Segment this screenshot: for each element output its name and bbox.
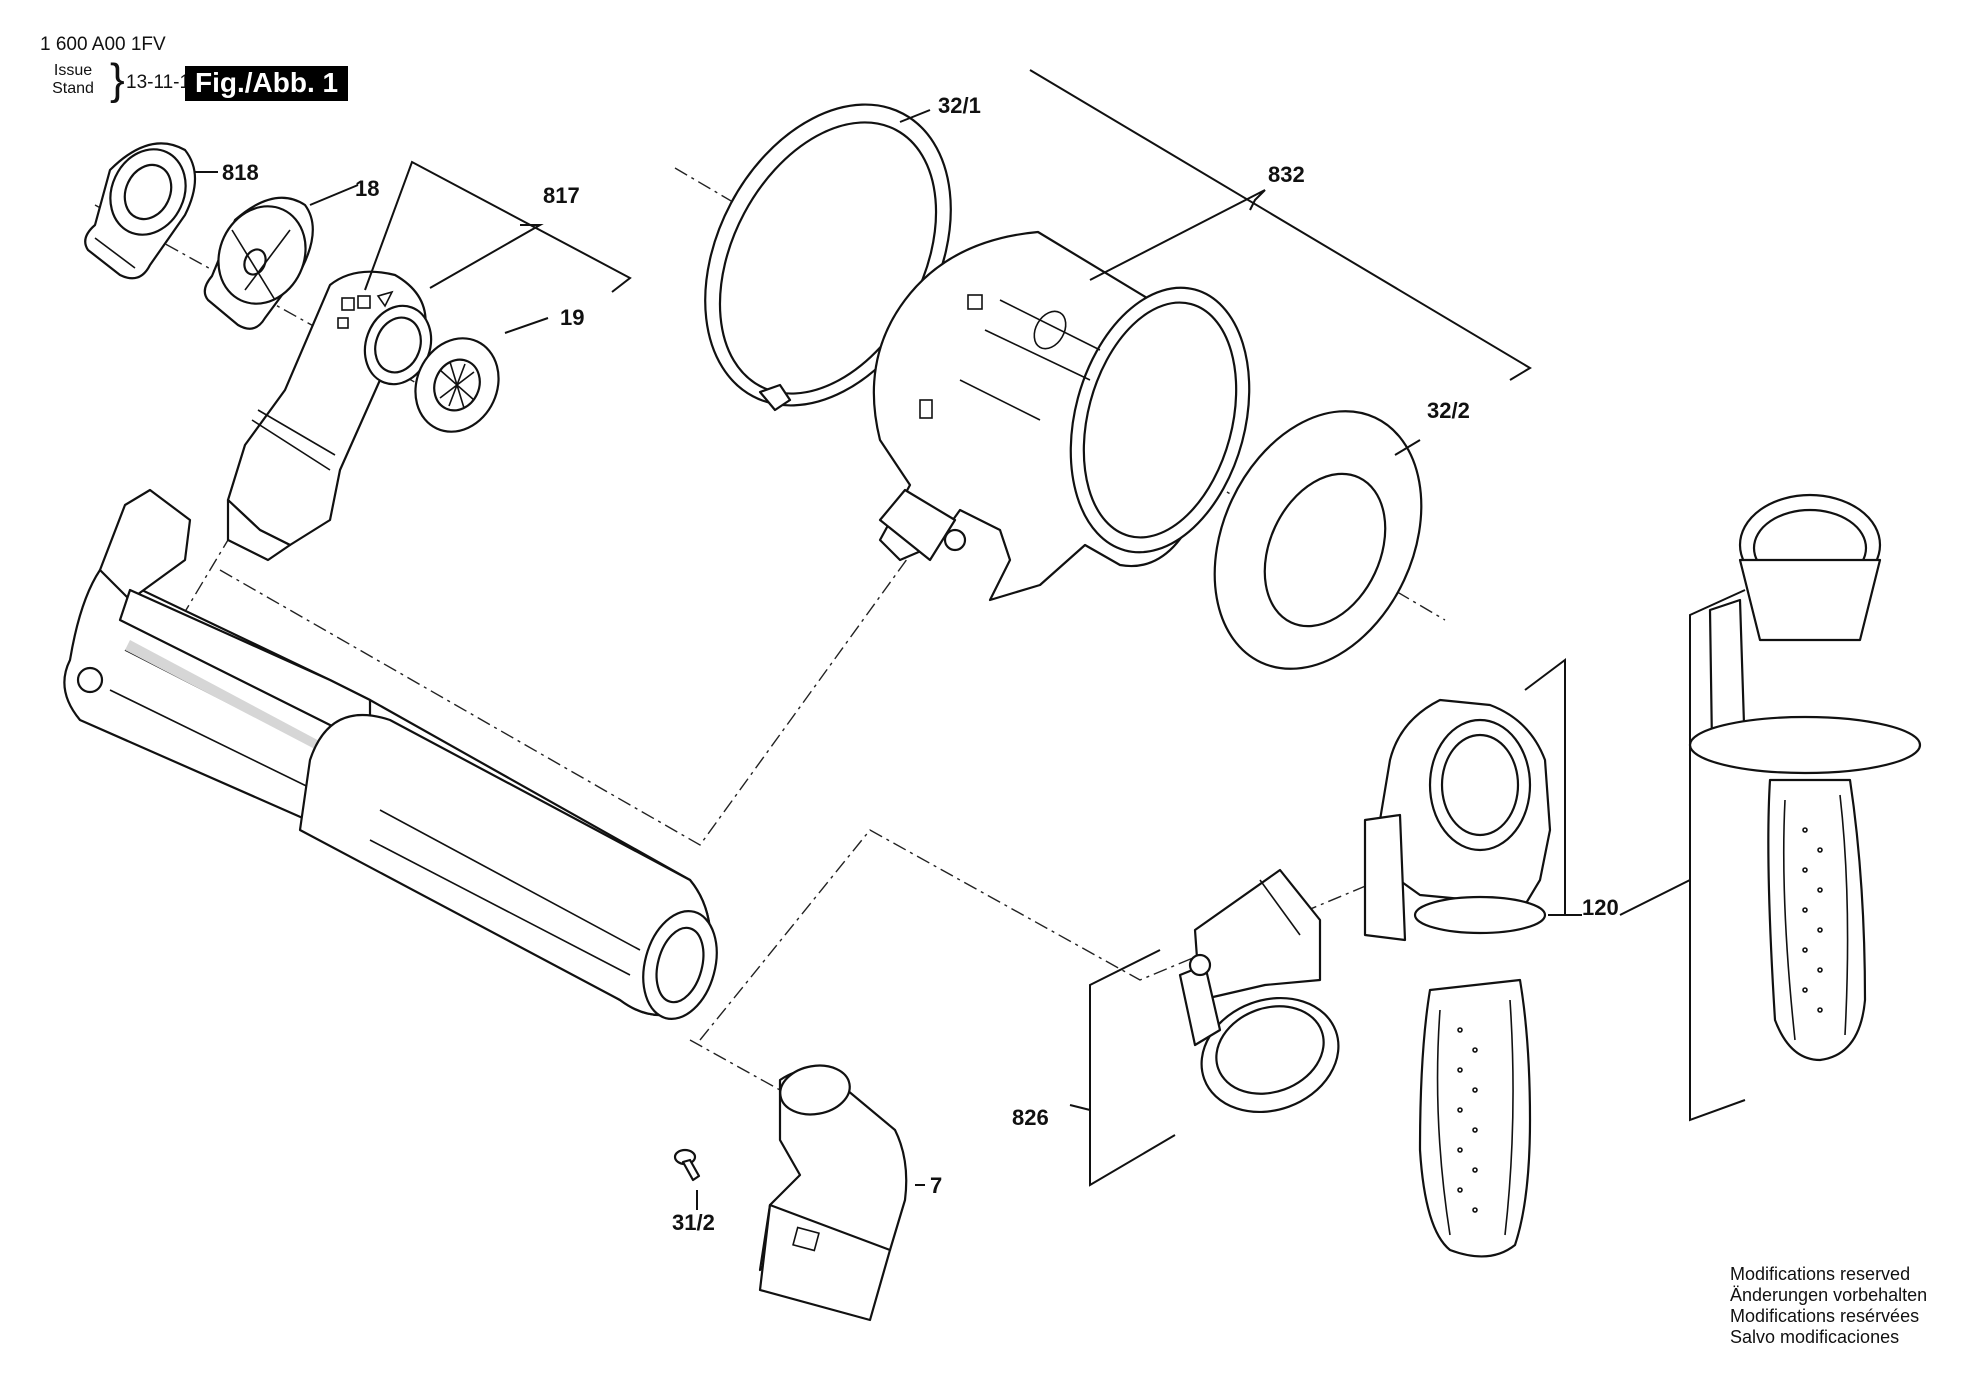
part-19-star-washer (414, 337, 500, 433)
part-18-cap (203, 196, 314, 330)
label-31-2: 31/2 (672, 1210, 715, 1235)
issue-date: 13-11-13 (126, 72, 201, 93)
label-817: 817 (543, 183, 580, 208)
label-18: 18 (355, 176, 379, 201)
label-826: 826 (1012, 1105, 1049, 1130)
note-de: Änderungen vorbehalten (1730, 1285, 1928, 1305)
label-32-2: 32/2 (1427, 398, 1470, 423)
note-es: Salvo modificaciones (1730, 1327, 1900, 1347)
part-telescopic-tube (63, 488, 718, 1020)
label-818: 818 (222, 160, 259, 185)
brace-glyph: } (110, 55, 125, 104)
part-number: 1 600 A00 1FV (40, 34, 166, 55)
part-817-angle-adapter (226, 270, 433, 562)
figure-label: Fig./Abb. 1 (185, 66, 349, 101)
modifications-note: Modifications reserved Änderungen vorbeh… (1730, 1264, 1927, 1348)
part-7-elbow (758, 1064, 908, 1322)
issue-label: Issue (53, 62, 93, 79)
stand-label: Stand (52, 80, 94, 97)
label-7: 7 (930, 1173, 942, 1198)
note-fr: Modifications resérvées (1730, 1306, 1920, 1326)
note-en: Modifications reserved (1730, 1264, 1911, 1284)
part-826-clamp (1178, 868, 1340, 1114)
label-32-1: 32/1 (938, 93, 981, 118)
part-auxiliary-handle (1363, 698, 1552, 1258)
part-31-2-screw (673, 1148, 701, 1182)
part-818-end-cap (84, 142, 196, 280)
issue-stand-block: Issue Stand (38, 62, 108, 98)
grip-texture (1457, 1027, 1478, 1213)
label-120: 120 (1582, 895, 1619, 920)
callout-labels: 818 18 817 19 32/1 832 32/2 120 826 7 31… (222, 93, 1619, 1235)
grip-texture-right (1802, 827, 1823, 1013)
part-32-2-cone-ring (1213, 410, 1423, 670)
label-19: 19 (560, 305, 584, 330)
label-832: 832 (1268, 162, 1305, 187)
part-832-housing (872, 230, 1251, 602)
leader-lines (195, 69, 1746, 1210)
part-side-handle (1688, 493, 1922, 1062)
